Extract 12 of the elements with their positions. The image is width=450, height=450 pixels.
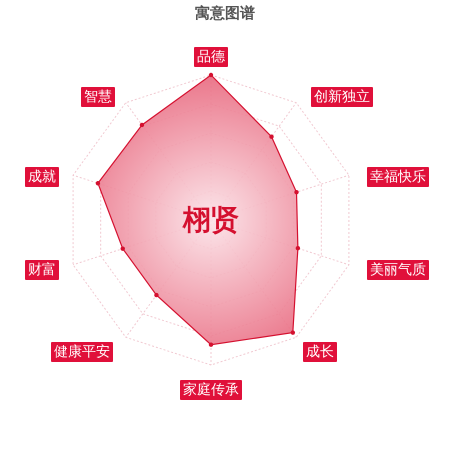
- axis-label: 家庭传承: [180, 380, 242, 400]
- chart-title: 寓意图谱: [194, 4, 256, 23]
- axis-label: 创新独立: [311, 87, 373, 107]
- axis-label: 品德: [194, 47, 228, 67]
- axis-label: 幸福快乐: [367, 167, 429, 187]
- center-name: 栩贤: [183, 202, 239, 238]
- axis-label: 成长: [303, 342, 337, 362]
- axis-label: 美丽气质: [367, 260, 429, 280]
- axis-label: 智慧: [81, 87, 115, 107]
- axis-label: 财富: [25, 260, 59, 280]
- axis-label: 健康平安: [51, 342, 113, 362]
- axis-label: 成就: [25, 167, 59, 187]
